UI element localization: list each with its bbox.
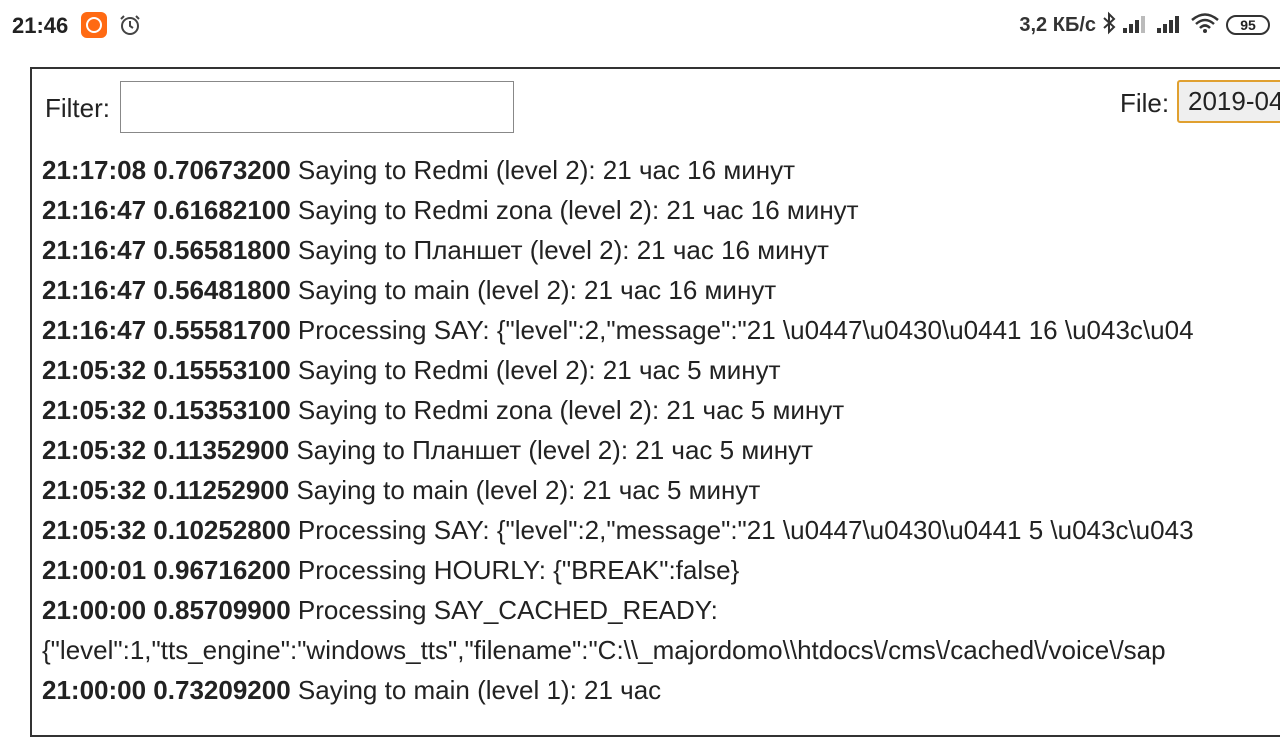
file-label: File: xyxy=(1120,88,1170,118)
status-right: 3,2 КБ/с xyxy=(1019,10,1270,40)
log-timestamp: 21:00:01 0.96716200 xyxy=(42,555,291,585)
log-timestamp: 21:00:00 0.85709900 xyxy=(42,595,291,625)
wifi-icon xyxy=(1190,12,1220,39)
filter-label: Filter: xyxy=(45,93,110,123)
log-frame xyxy=(30,67,1280,737)
log-line: 21:16:47 0.61682100 Saying to Redmi zona… xyxy=(42,190,1280,230)
file-select[interactable]: 2019-04 xyxy=(1177,80,1280,123)
log-line: 21:00:01 0.96716200 Processing HOURLY: {… xyxy=(42,550,1280,590)
network-speed: 3,2 КБ/с xyxy=(1019,13,1096,36)
battery-icon: 95 xyxy=(1226,15,1270,35)
log-line: {"level":1,"tts_engine":"windows_tts","f… xyxy=(42,630,1280,670)
log-line: 21:05:32 0.11352900 Saying to Планшет (l… xyxy=(42,430,1280,470)
log-timestamp: 21:05:32 0.15353100 xyxy=(42,395,291,425)
status-time: 21:46 xyxy=(12,13,69,38)
log-timestamp: 21:05:32 0.15553100 xyxy=(42,355,291,385)
log-timestamp: 21:00:00 0.73209200 xyxy=(42,675,291,705)
status-bar: 21:46 3,2 КБ/с xyxy=(0,0,1280,52)
log-line: 21:16:47 0.55581700 Processing SAY: {"le… xyxy=(42,310,1280,350)
log-timestamp: 21:05:32 0.11252900 xyxy=(42,475,290,505)
log-line: 21:05:32 0.11252900 Saying to main (leve… xyxy=(42,470,1280,510)
log-timestamp: 21:16:47 0.56481800 xyxy=(42,275,291,305)
log-message: Processing SAY: {"level":2,"message":"21… xyxy=(290,515,1194,545)
log-timestamp: 21:05:32 0.10252800 xyxy=(42,515,291,545)
log-timestamp: 21:16:47 0.61682100 xyxy=(42,195,291,225)
signal-icon xyxy=(1156,12,1184,39)
log-message: Saying to main (level 2): 21 час 5 минут xyxy=(289,475,761,505)
log-list: 21:17:08 0.70673200 Saying to Redmi (lev… xyxy=(42,150,1280,720)
log-timestamp: 21:16:47 0.56581800 xyxy=(42,235,291,265)
log-line: 21:05:32 0.15553100 Saying to Redmi (lev… xyxy=(42,350,1280,390)
alarm-icon xyxy=(118,13,142,42)
log-message: Saying to Redmi zona (level 2): 21 час 1… xyxy=(290,195,859,225)
log-message: Processing SAY_CACHED_READY: xyxy=(290,595,718,625)
log-timestamp: 21:16:47 0.55581700 xyxy=(42,315,291,345)
log-message: Saying to main (level 1): 21 час xyxy=(290,675,662,705)
log-line: 21:00:00 0.73209200 Saying to main (leve… xyxy=(42,670,1280,710)
bluetooth-icon xyxy=(1102,11,1116,40)
log-line: 21:00:00 0.85709900 Processing SAY_CACHE… xyxy=(42,590,1280,630)
log-line: 21:16:47 0.56481800 Saying to main (leve… xyxy=(42,270,1280,310)
signal-icon xyxy=(1122,12,1150,39)
log-message: Saying to Redmi (level 2): 21 час 16 мин… xyxy=(290,155,795,185)
filter-input[interactable] xyxy=(120,81,514,133)
log-line: 21:17:08 0.70673200 Saying to Redmi (lev… xyxy=(42,150,1280,190)
log-line: 21:05:32 0.15353100 Saying to Redmi zona… xyxy=(42,390,1280,430)
log-timestamp: 21:05:32 0.11352900 xyxy=(42,435,290,465)
log-line: 21:16:47 0.56581800 Saying to Планшет (l… xyxy=(42,230,1280,270)
log-message: Saying to Redmi zona (level 2): 21 час 5… xyxy=(290,395,845,425)
log-message: Processing SAY: {"level":2,"message":"21… xyxy=(290,315,1194,345)
log-line: 21:05:32 0.10252800 Processing SAY: {"le… xyxy=(42,510,1280,550)
log-message: Saying to Планшет (level 2): 21 час 5 ми… xyxy=(289,435,813,465)
log-message: Processing HOURLY: {"BREAK":false} xyxy=(290,555,740,585)
log-message: Saying to Redmi (level 2): 21 час 5 мину… xyxy=(290,355,781,385)
log-message: {"level":1,"tts_engine":"windows_tts","f… xyxy=(42,635,1166,665)
log-message: Saying to main (level 2): 21 час 16 мину… xyxy=(290,275,777,305)
log-timestamp: 21:17:08 0.70673200 xyxy=(42,155,291,185)
app-icon xyxy=(81,12,107,38)
log-message: Saying to Планшет (level 2): 21 час 16 м… xyxy=(290,235,829,265)
